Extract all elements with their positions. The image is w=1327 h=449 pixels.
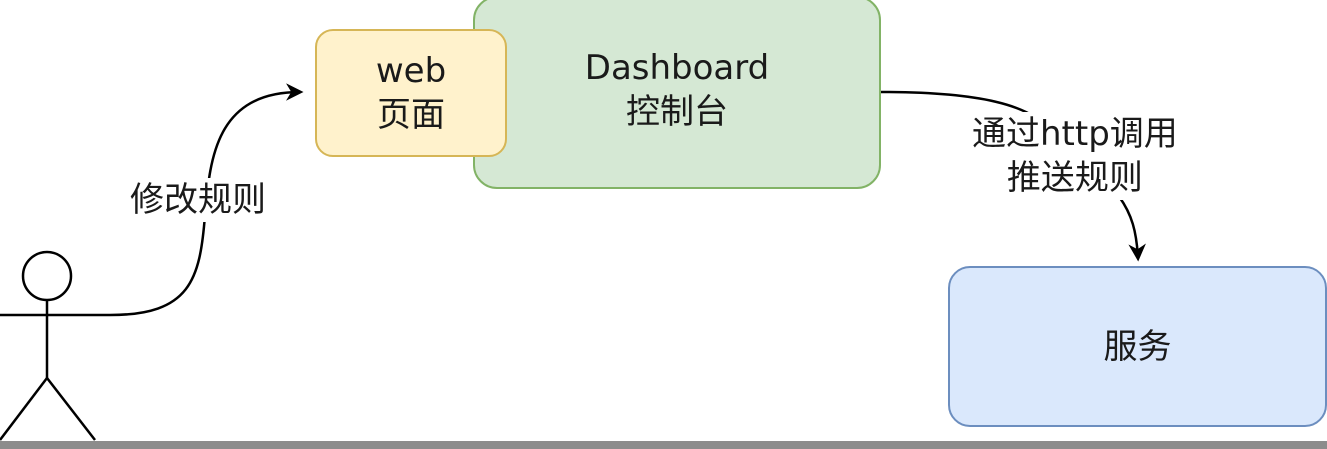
web-page-node[interactable]: web 页面 bbox=[315, 29, 507, 157]
bottom-border bbox=[0, 441, 1327, 449]
service-label: 服务 bbox=[1103, 326, 1172, 367]
edge-label-push-line1: 通过http调用 bbox=[972, 114, 1178, 154]
edge-label-push-rules: 通过http调用 推送规则 bbox=[968, 112, 1182, 200]
edge-label-push-line2: 推送规则 bbox=[1006, 158, 1143, 198]
user-actor-icon bbox=[0, 250, 110, 441]
dashboard-subtitle: 控制台 bbox=[626, 92, 728, 132]
dashboard-node[interactable]: Dashboard 控制台 bbox=[473, 0, 881, 189]
dashboard-title: Dashboard bbox=[584, 48, 770, 88]
edge-label-modify-rules: 修改规则 bbox=[128, 178, 268, 222]
web-title: web bbox=[375, 51, 447, 91]
service-node[interactable]: 服务 bbox=[948, 266, 1327, 427]
web-subtitle: 页面 bbox=[377, 95, 445, 135]
